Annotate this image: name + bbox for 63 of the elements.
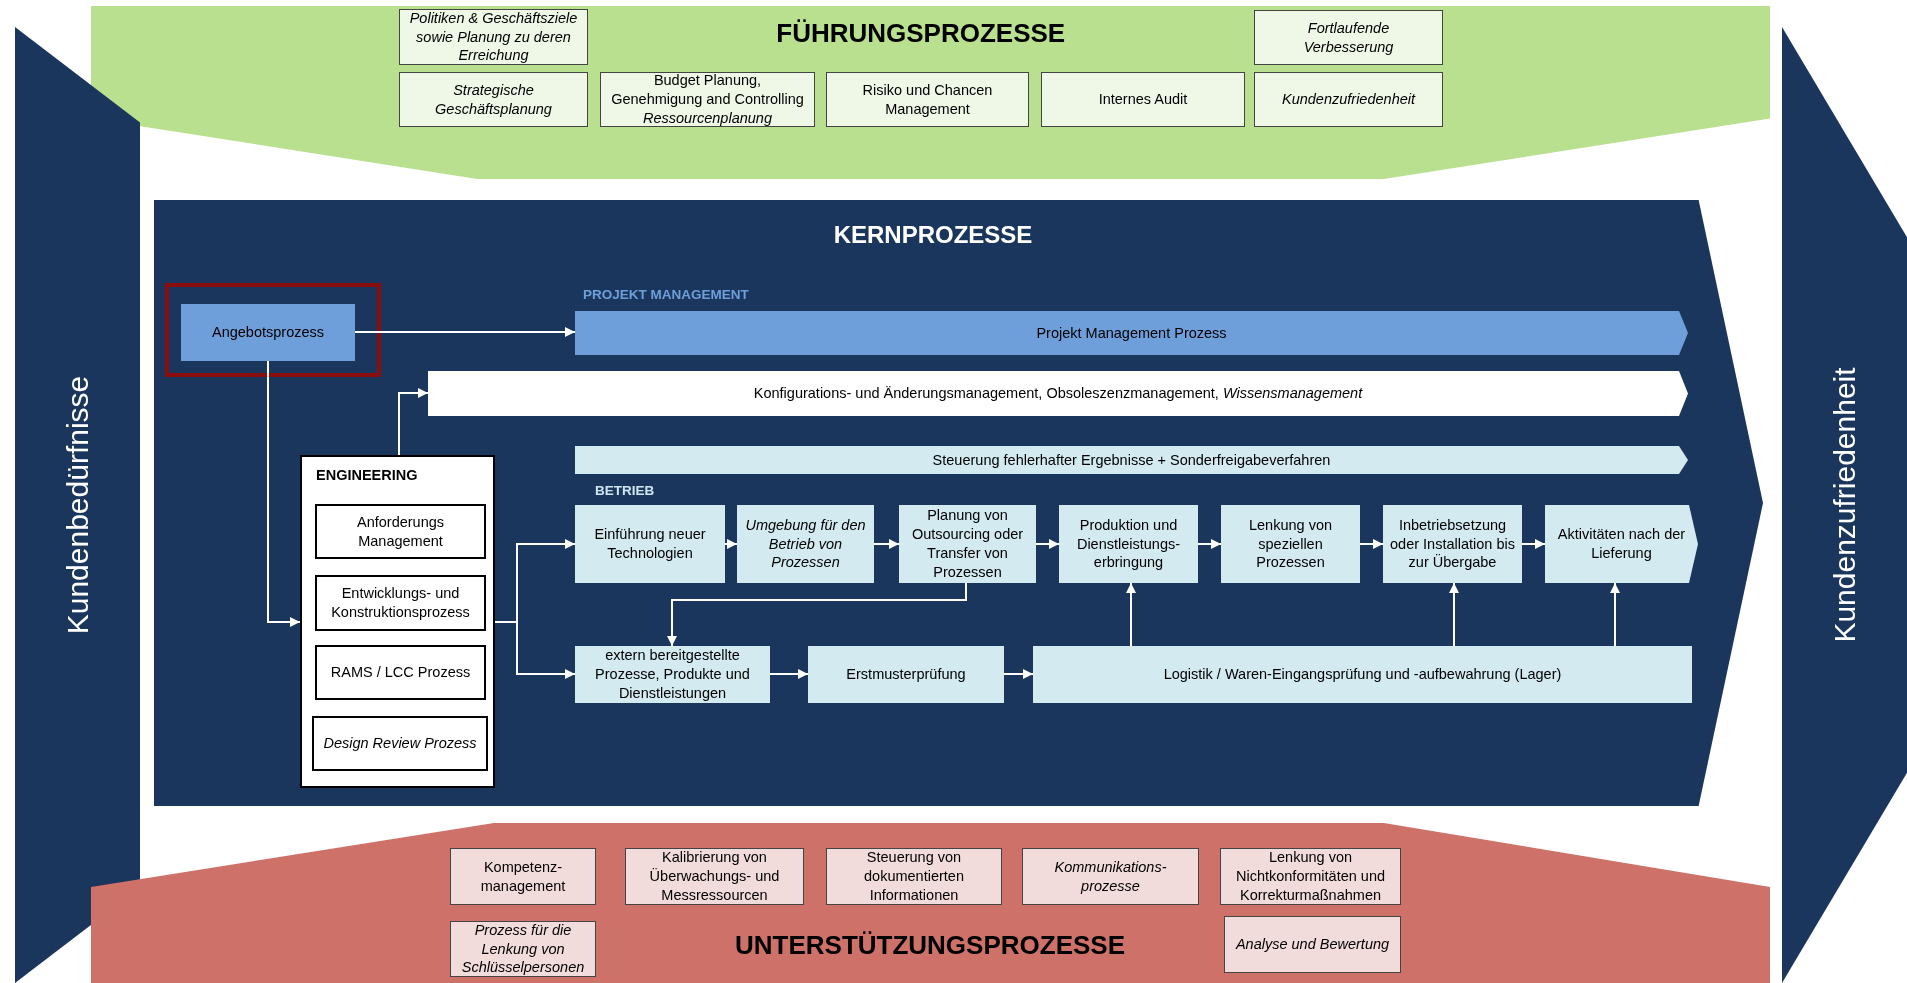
group-title: ENGINEERING bbox=[316, 467, 418, 483]
side-label: Kundenzufriedenheit bbox=[1827, 367, 1862, 643]
process-box bbox=[600, 72, 815, 127]
section-title: FÜHRUNGSPROZESSE bbox=[776, 17, 1066, 49]
side-label: Kundenbedürfnisse bbox=[60, 375, 95, 635]
process-box: Risiko und Chancen Management bbox=[826, 72, 1029, 127]
arrow bbox=[769, 669, 809, 679]
section-heading: BETRIEB bbox=[595, 483, 655, 498]
chevron-arrow bbox=[15, 27, 140, 983]
arrow bbox=[354, 327, 576, 337]
process-box: Lenkung von Nichtkonformitäten und Korrekturmaßnahmen bbox=[1220, 848, 1401, 905]
group-box bbox=[300, 455, 495, 788]
chevron-arrow bbox=[1782, 27, 1907, 983]
process-box: extern bereitgestellte Prozesse, Produkte und Dienstleistungen bbox=[575, 646, 770, 703]
box-subtext: Ressourcenplanung bbox=[643, 108, 772, 128]
process-box: Politiken & Geschäftsziele sowie Planung zu deren Erreichung bbox=[399, 9, 588, 65]
arrow bbox=[1003, 669, 1034, 679]
process-box: Inbetriebsetzung oder Installation bis zur Übergabe bbox=[1383, 505, 1522, 583]
process-box: Erstmusterprüfung bbox=[808, 646, 1004, 703]
process-box: Kalibrierung von Überwachungs- und Messressourcen bbox=[625, 848, 804, 905]
process-box: Design Review Prozess bbox=[312, 716, 488, 771]
section-title: KERNPROZESSE bbox=[833, 221, 1033, 249]
process-box: Anforderungs Management bbox=[315, 504, 486, 559]
arrow bbox=[724, 539, 738, 549]
process-bar: Projekt Management Prozess bbox=[575, 311, 1688, 355]
process-box: Analyse und Bewertung bbox=[1224, 916, 1401, 973]
process-box: Produktion und Dienstleistungs-erbringung bbox=[1059, 505, 1198, 583]
process-box: Kommunikations-prozesse bbox=[1022, 848, 1199, 905]
process-box: Prozess für die Lenkung von Schlüsselpersonen bbox=[450, 921, 596, 977]
arrow bbox=[667, 582, 967, 647]
process-band bbox=[91, 823, 1770, 983]
arrow bbox=[1521, 539, 1546, 549]
arrow bbox=[1197, 539, 1222, 549]
process-box: RAMS / LCC Prozess bbox=[315, 645, 486, 700]
arrow bbox=[1610, 582, 1620, 647]
process-band bbox=[91, 6, 1770, 179]
process-box: Angebotsprozess bbox=[181, 304, 355, 361]
process-box: Internes Audit bbox=[1041, 72, 1245, 127]
section-heading: PROJEKT MANAGEMENT bbox=[583, 287, 749, 302]
box-text: Budget Planung, Genehmigung and Controlling bbox=[610, 71, 805, 109]
section-title: UNTERSTÜTZUNGSPROZESSE bbox=[735, 929, 1125, 961]
arrow bbox=[1359, 539, 1384, 549]
arrow bbox=[494, 621, 576, 679]
arrow bbox=[1449, 582, 1459, 647]
arrow bbox=[1035, 539, 1060, 549]
arrow bbox=[873, 539, 900, 549]
process-box: Fortlaufende Verbesserung bbox=[1254, 10, 1443, 65]
process-box: Kompetenz-management bbox=[450, 848, 596, 905]
process-box: Umgebung für den Betrieb von Prozessen bbox=[737, 505, 874, 583]
process-box: Lenkung von speziellen Prozessen bbox=[1221, 505, 1360, 583]
process-box: Steuerung von dokumentierten Informationen bbox=[826, 848, 1002, 905]
arrow bbox=[398, 388, 429, 456]
arrow bbox=[1126, 582, 1136, 647]
process-box: Planung von Outsourcing oder Transfer von Prozessen bbox=[899, 505, 1036, 583]
process-box: Strategische Geschäftsplanung bbox=[399, 72, 588, 127]
process-bar: Konfigurations- und Änderungsmanagement, Obsoleszenzmanagement, Wissensmanagement bbox=[428, 371, 1688, 416]
process-box: Entwicklungs- und Konstruktionsprozess bbox=[315, 575, 486, 631]
process-box: Logistik / Waren-Eingangsprüfung und -aufbewahrung (Lager) bbox=[1033, 646, 1692, 703]
process-panel bbox=[154, 200, 1763, 806]
process-box: Kundenzufriedenheit bbox=[1254, 72, 1443, 127]
process-bar: Steuerung fehlerhafter Ergebnisse + Sonderfreigabeverfahren bbox=[575, 446, 1688, 474]
process-box: Einführung neuer Technologien bbox=[575, 505, 725, 583]
arrow bbox=[267, 360, 301, 627]
